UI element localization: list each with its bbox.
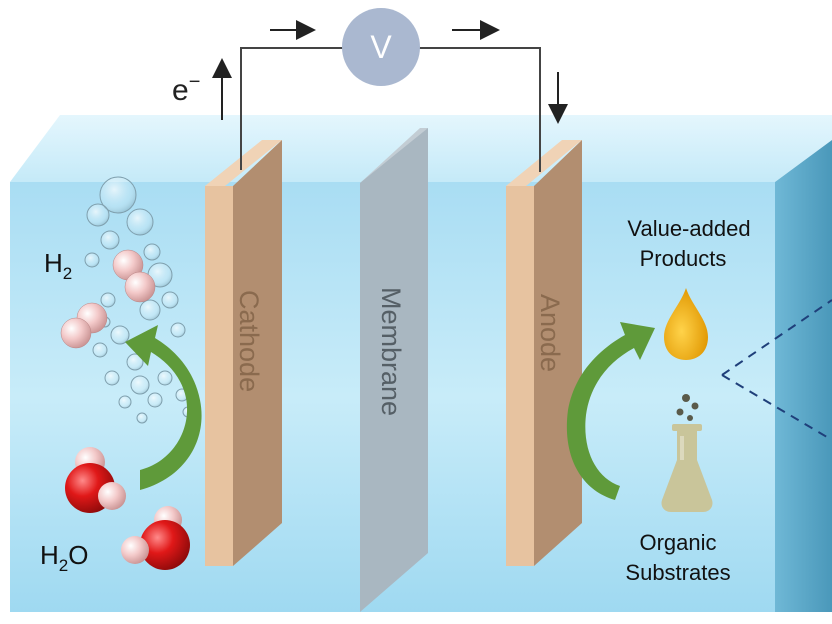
water-molecule-1 [65, 447, 126, 513]
cathode-top [205, 140, 282, 186]
external-circuit [240, 47, 541, 172]
voltmeter-circle [342, 8, 420, 86]
cathode-reaction-arrow [125, 325, 202, 490]
anode-front [506, 186, 534, 566]
electron-flow-arrows [212, 20, 568, 124]
membrane [360, 128, 428, 612]
voltmeter-label: V [370, 29, 392, 65]
cathode-label: Cathode [234, 290, 264, 392]
wire-cathode [240, 47, 345, 170]
anode-reaction-arrow [566, 322, 655, 500]
water-label: H2O [40, 540, 88, 575]
membrane-face [360, 128, 428, 612]
products-label-line1: Value-added [627, 216, 750, 241]
wire-anode [418, 47, 541, 172]
anode-side [534, 140, 582, 566]
electrolyte-side-face [775, 140, 832, 612]
electron-label: e− [172, 71, 200, 107]
hydrogen-molecule-1 [112, 249, 156, 303]
anode-top [506, 140, 582, 186]
flask-icon [661, 394, 713, 512]
anode-label: Anode [535, 294, 565, 372]
water-molecule-2 [121, 506, 190, 570]
product-droplet-icon [664, 288, 708, 360]
substrates-label-line1: Organic [639, 530, 716, 555]
voltmeter: V [342, 8, 420, 86]
zoom-dashed-lines [721, 299, 832, 441]
electron-sign: − [189, 71, 201, 93]
substrates-label-line2: Substrates [625, 560, 730, 585]
membrane-label: Membrane [376, 287, 406, 416]
hydrogen-bubbles [84, 176, 194, 424]
hydrogen-molecule-2 [60, 302, 108, 349]
cathode-side [233, 140, 282, 566]
hydrogen-label: H2 [44, 248, 72, 283]
cathode-electrode [205, 140, 282, 566]
products-label-line2: Products [640, 246, 727, 271]
cathode-front [205, 186, 233, 566]
anode-electrode [506, 140, 582, 566]
